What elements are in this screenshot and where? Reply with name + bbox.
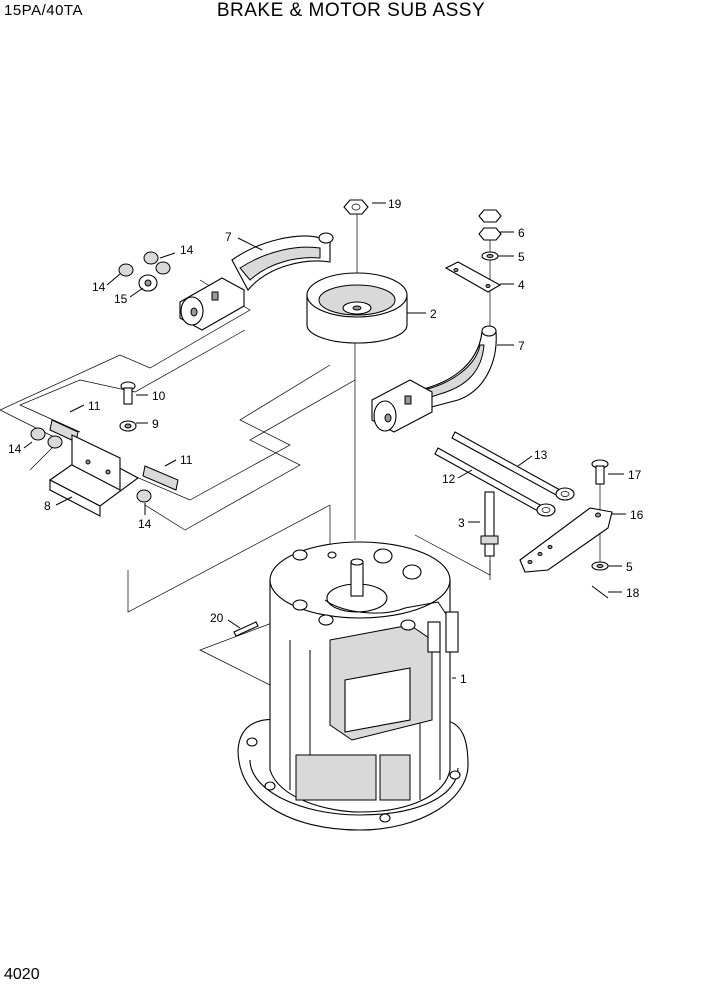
rods-12-13 [434,431,575,517]
callout-14-mid: 14 [8,442,22,456]
callout-14-upper: 14 [180,243,194,257]
callout-4: 4 [518,278,525,292]
callout-18: 18 [626,586,640,600]
callout-7-left: 7 [225,230,232,244]
callout-16: 16 [630,508,644,522]
callout-19: 19 [388,197,402,211]
nut-19 [343,199,369,215]
callout-5-lower: 5 [626,560,633,574]
callout-5-upper: 5 [518,250,525,264]
stud-3 [480,491,499,557]
callout-1: 1 [460,672,467,686]
callout-labels: 19 2 1 3 4 5 6 7 7 14 14 15 10 9 11 11 1… [8,197,644,686]
brake-drum-2 [306,272,408,344]
cotter-pin-20 [233,621,259,637]
spring-bracket-group [30,381,179,517]
callout-14-left: 14 [92,280,106,294]
nut-stack-4-5-6 [444,209,502,293]
page-number: 4020 [4,966,40,983]
callout-10: 10 [152,389,166,403]
callout-7-right: 7 [518,339,525,353]
callout-8: 8 [44,499,51,513]
brake-shoe-7-right [371,325,497,433]
callout-14-lower: 14 [138,517,152,531]
callout-13: 13 [534,448,548,462]
callout-2: 2 [430,307,437,321]
callout-3: 3 [458,516,465,530]
motor-1 [237,541,469,831]
callout-11-lower: 11 [180,453,193,467]
callout-6: 6 [518,226,525,240]
callout-17: 17 [628,468,642,482]
model-label: 15PA/40TA [4,2,83,19]
leader-lines [23,202,626,679]
callout-11-upper: 11 [88,399,101,413]
lever-16-group [519,459,613,599]
callout-15: 15 [114,292,128,306]
nuts-14-15-upper [118,251,171,292]
callout-12: 12 [442,472,456,486]
callout-20: 20 [210,611,224,625]
callout-9: 9 [152,417,159,431]
brake-shoe-7-left [179,232,334,331]
diagram-title: BRAKE & MOTOR SUB ASSY [216,0,486,21]
